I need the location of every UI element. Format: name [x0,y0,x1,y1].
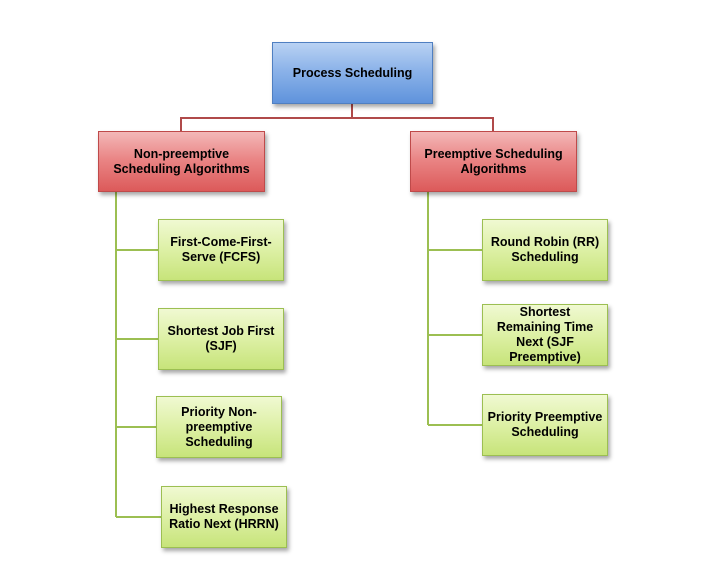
root-connector [180,117,494,131]
hrrn-node: Highest Response Ratio Next (HRRN) [161,486,287,548]
round-robin-label: Round Robin (RR) Scheduling [490,235,600,264]
preemptive-category-node: Preemptive Scheduling Algorithms [410,131,577,192]
fcfs-node: First-Come-First-Serve (FCFS) [158,219,284,281]
root-node: Process Scheduling [272,42,433,104]
sjf-label: Shortest Job First (SJF) [167,324,275,353]
priority-preemptive-label: Priority Preemptive Scheduling [487,410,603,439]
priority-preemptive-node: Priority Preemptive Scheduling [482,394,608,456]
preemptive-category-label: Preemptive Scheduling Algorithms [424,146,563,176]
non-preemptive-category-node: Non-preemptive Scheduling Algorithms [98,131,265,192]
sjf-node: Shortest Job First (SJF) [158,308,284,370]
round-robin-node: Round Robin (RR) Scheduling [482,219,608,281]
priority-non-preemptive-label: Priority Non-preemptive Scheduling [181,404,257,449]
priority-non-preemptive-node: Priority Non-preemptive Scheduling [156,396,282,458]
hrrn-label: Highest Response Ratio Next (HRRN) [169,502,279,531]
root-node-label: Process Scheduling [292,65,413,80]
fcfs-label: First-Come-First-Serve (FCFS) [170,235,272,264]
srtn-label: Shortest Remaining Time Next (SJF Preemp… [496,305,594,364]
non-preemptive-category-label: Non-preemptive Scheduling Algorithms [113,146,250,176]
srtn-node: Shortest Remaining Time Next (SJF Preemp… [482,304,608,366]
